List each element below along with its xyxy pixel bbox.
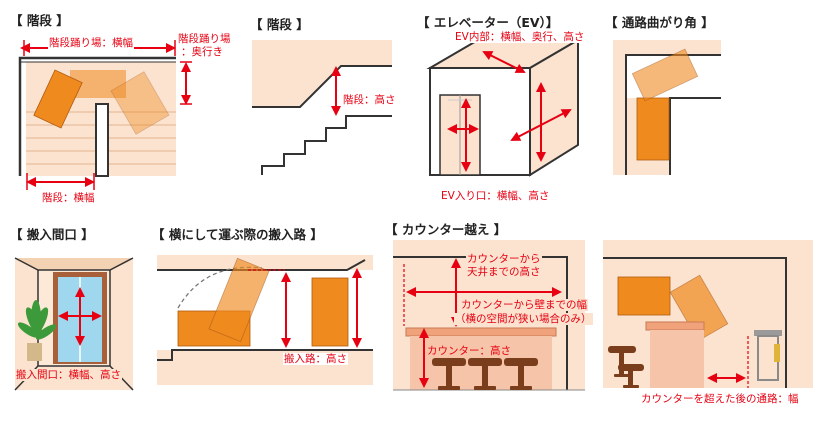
corridor-corner-title: 【 通路曲がり角 】 — [605, 15, 714, 30]
stair-width-label: 階段：横幅 — [42, 192, 95, 204]
counter-title: 【 カウンター越え 】 — [385, 222, 507, 237]
elevator-title: 【 エレベーター（EV）】 — [417, 15, 559, 30]
route-height-label: 搬入路：高さ — [283, 353, 348, 366]
wall-width-label-line2: （横の空間が狭い場合のみ） — [454, 313, 593, 326]
ev-entrance-label: EV入り口：横幅、高さ — [441, 190, 550, 202]
landing-depth-label-line2: ：奥行き — [180, 46, 224, 59]
elevator-illustration — [426, 38, 582, 177]
stairs-side-illustration — [252, 40, 392, 175]
corridor-corner-illustration — [613, 40, 721, 175]
stair-height-label: 階段：高さ — [342, 94, 397, 107]
after-counter-width-label: カウンターを超えた後の通路：幅 — [640, 393, 800, 406]
ev-interior-label: EV内部：横幅、奥行、高さ — [454, 31, 586, 44]
sideways-route-illustration — [157, 255, 373, 385]
stairs-top-illustration — [18, 40, 192, 190]
ceiling-height-label-line2: 天井までの高さ — [466, 266, 542, 279]
after-counter-illustration — [603, 240, 813, 388]
stairs-top-title: 【 階段 】 — [10, 13, 69, 28]
entrance-label: 搬入間口：横幅、高さ — [15, 369, 122, 382]
stairs-side-title: 【 階段 】 — [250, 17, 309, 32]
entrance-title: 【 搬入間口 】 — [10, 227, 94, 242]
wall-width-label-line1: カウンターから壁までの幅 — [460, 299, 588, 312]
sideways-route-title: 【 横にして運ぶ際の搬入路 】 — [152, 227, 323, 242]
counter-height-label: カウンター：高さ — [427, 345, 511, 357]
entrance-illustration — [14, 257, 134, 391]
landing-depth-label-line1: 階段踊り場 — [177, 33, 232, 46]
ceiling-height-label-line1: カウンターから — [466, 253, 542, 266]
landing-width-label: 階段踊り場：横幅 — [48, 37, 134, 50]
